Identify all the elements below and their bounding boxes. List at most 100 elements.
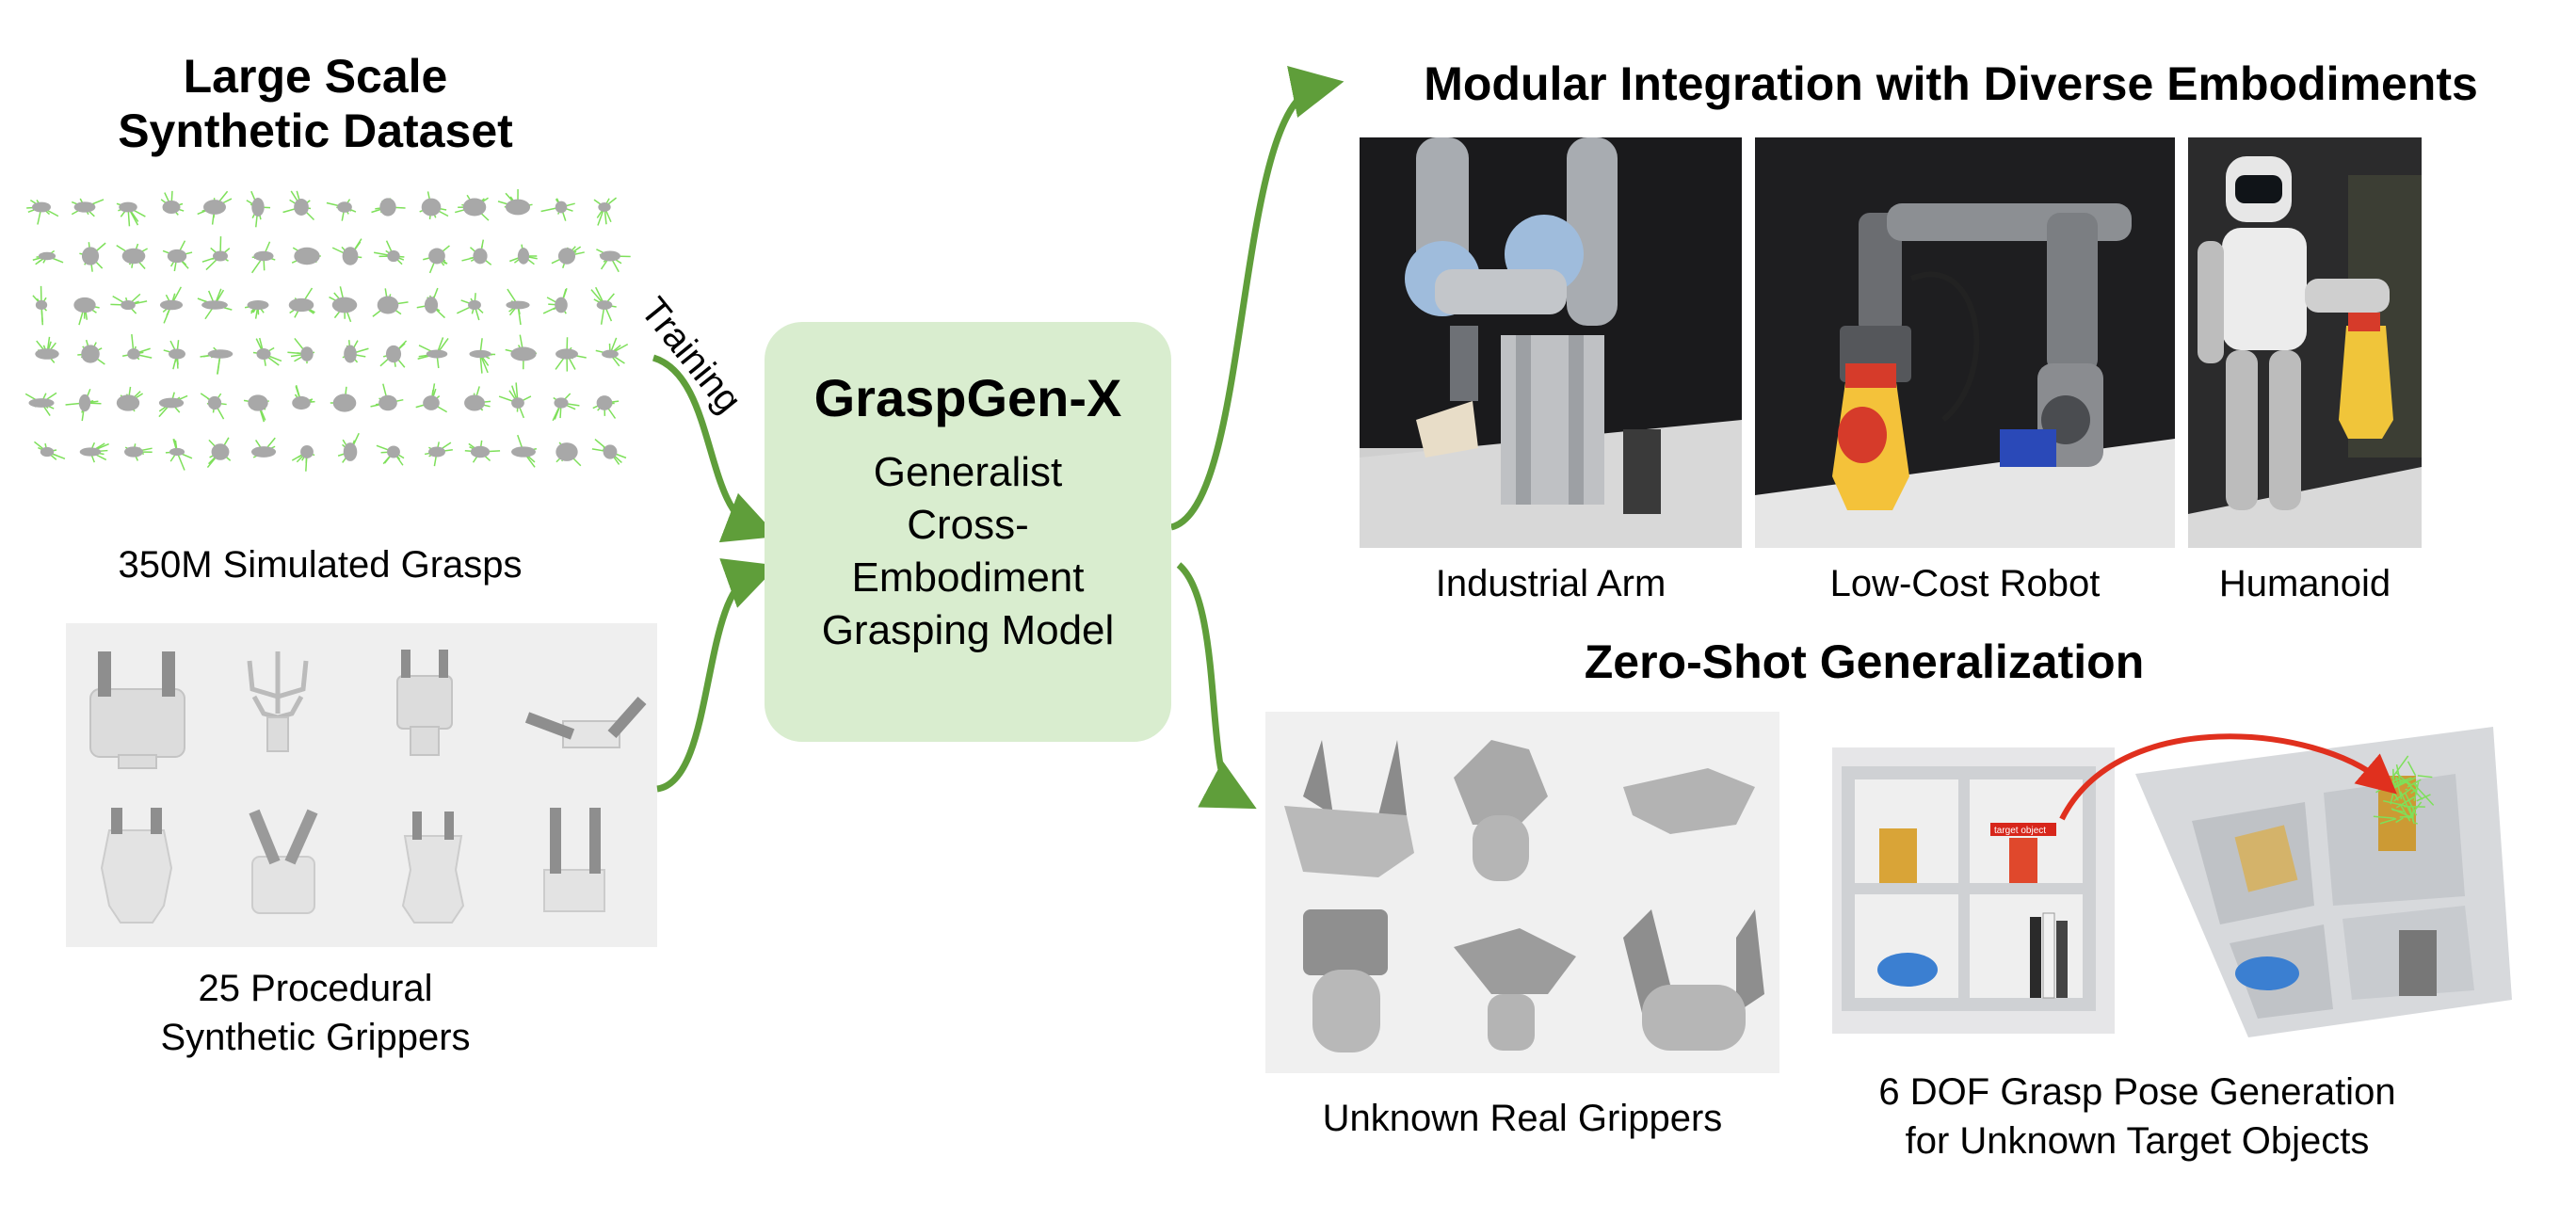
grasp-stroke — [2383, 799, 2407, 807]
object-shape — [557, 248, 576, 265]
object-shape — [159, 299, 184, 311]
object-shape — [78, 394, 91, 412]
object-shape — [248, 394, 268, 411]
object-shape — [207, 349, 233, 359]
object-shape — [378, 394, 397, 411]
object-shape — [555, 348, 578, 360]
grasp-stroke — [2413, 781, 2420, 802]
object-shape — [555, 297, 568, 313]
object-shape — [473, 248, 488, 265]
training-arrow-top — [652, 354, 779, 542]
object-shape — [162, 201, 181, 214]
model-description: Generalist Cross- Embodiment Grasping Mo… — [765, 446, 1171, 657]
object-shape — [253, 250, 274, 262]
object-shape — [603, 444, 618, 459]
object-shape — [377, 296, 399, 314]
object-shape — [385, 345, 402, 363]
object-shape — [32, 201, 51, 213]
object-shape — [596, 395, 613, 410]
object-shape — [470, 445, 491, 458]
object-shape — [300, 445, 314, 458]
object-shape — [121, 248, 146, 265]
model-name: GraspGen-X — [813, 368, 1122, 427]
grasp-stroke — [2393, 787, 2412, 802]
procedural-grippers-image — [66, 623, 657, 947]
object-shape — [35, 348, 59, 360]
robot-caption-low-cost-robot: Low-Cost Robot — [1829, 563, 2101, 604]
industrial-arm-photo — [1360, 137, 1742, 548]
grippers-caption-line2: Synthetic Grippers — [160, 1017, 471, 1058]
object-shape — [511, 446, 536, 458]
dataset-title: Large Scale Synthetic Dataset — [38, 49, 593, 158]
object-shape — [468, 299, 481, 311]
object-shape — [421, 198, 442, 217]
object-shape — [247, 299, 269, 311]
object-shape — [207, 395, 222, 410]
object-shape — [119, 201, 137, 213]
training-arrow-bottom — [656, 558, 779, 793]
unknown-real-grippers-image — [1265, 712, 1779, 1073]
grasp-stroke — [2392, 777, 2417, 789]
object-shape — [600, 250, 620, 262]
object-shape — [506, 300, 530, 310]
grasp-stroke — [2373, 815, 2395, 819]
object-shape — [300, 346, 314, 362]
grasp-stroke — [2416, 794, 2431, 802]
object-shape — [79, 447, 102, 457]
grippers-caption: 25 Procedural Synthetic Grippers — [38, 964, 593, 1062]
pose-generation-caption: 6 DOF Grasp Pose Generation for Unknown … — [1770, 1068, 2504, 1165]
model-desc-line4: Grasping Model — [821, 607, 1115, 653]
dataset-title-line1: Large Scale — [183, 50, 448, 103]
object-shape — [292, 395, 311, 410]
object-shape — [127, 348, 140, 360]
model-desc-line2: Cross- — [907, 502, 1029, 548]
modular-title: Modular Integration with Diverse Embodim… — [1424, 57, 2478, 110]
object-shape — [28, 398, 55, 408]
graspgen-x-model-box: GraspGen-X Generalist Cross- Embodiment … — [765, 322, 1171, 742]
object-shape — [387, 445, 400, 458]
grasp-stroke — [2412, 782, 2419, 787]
target-transfer-arrow — [2059, 733, 2397, 821]
object-shape — [423, 395, 440, 410]
object-shape — [555, 442, 578, 461]
object-shape — [426, 349, 448, 359]
object-shape — [167, 249, 187, 264]
object-shape — [505, 199, 531, 216]
grasp-stroke — [2417, 775, 2433, 779]
robot-caption-humanoid: Humanoid — [2218, 563, 2391, 604]
point-cloud-grasp-view — [2135, 717, 2518, 1047]
object-shape — [256, 348, 271, 360]
object-shape — [40, 446, 55, 458]
object-shape — [201, 300, 228, 310]
object-shape — [250, 446, 277, 458]
object-shape — [124, 446, 143, 458]
object-shape — [332, 394, 357, 412]
object-shape — [427, 446, 446, 458]
object-shape — [203, 200, 226, 215]
object-shape — [73, 201, 96, 213]
object-shape — [343, 442, 358, 461]
output-arrow-top — [1169, 66, 1344, 531]
object-shape — [158, 397, 185, 409]
object-shape — [211, 443, 230, 460]
grippers-caption-line1: 25 Procedural — [198, 968, 433, 1009]
object-shape — [462, 198, 487, 217]
object-shape — [169, 447, 185, 457]
object-shape — [251, 198, 265, 217]
grasp-stroke — [2399, 803, 2411, 822]
pose-caption-line2: for Unknown Target Objects — [1905, 1120, 2370, 1162]
simulated-grasps-image — [24, 189, 631, 472]
object-shape — [555, 201, 568, 214]
object-shape — [73, 297, 96, 313]
output-arrow-bottom — [1176, 562, 1257, 810]
object-shape — [424, 297, 439, 313]
object-shape — [342, 247, 359, 265]
model-desc-line3: Embodiment — [851, 554, 1085, 601]
grasp-stroke — [2391, 809, 2405, 813]
grasp-stroke — [2407, 761, 2417, 777]
object-shape — [464, 394, 485, 411]
grasp-stroke — [2405, 793, 2418, 816]
object-shape — [294, 199, 309, 216]
humanoid-photo — [2188, 137, 2422, 548]
